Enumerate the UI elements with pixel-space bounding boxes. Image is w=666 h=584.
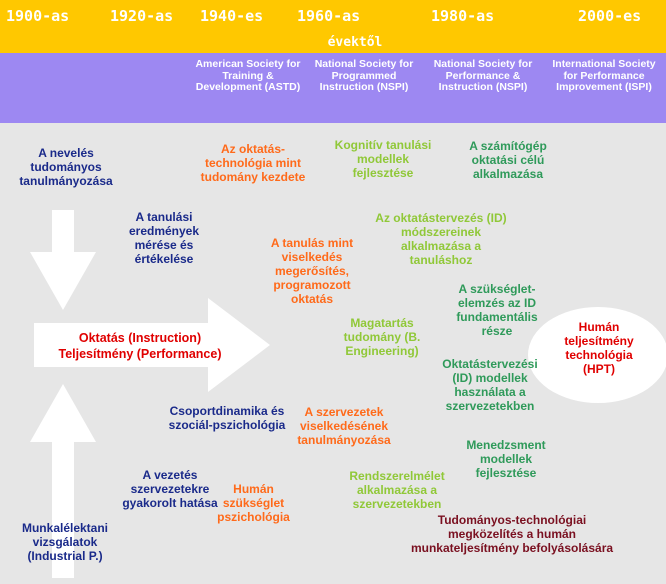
node-munka: Munkalélektani vizsgálatok (Industrial P… <box>21 521 109 563</box>
decade-1960: 1960-as <box>297 7 361 25</box>
node-menedzsment: Menedzsment modellek fejlesztése <box>466 438 546 480</box>
timeline-band <box>0 0 666 53</box>
node-tudomanyos: Tudományos-technológiai megközelítés a h… <box>410 513 614 555</box>
up-arrow <box>30 384 96 578</box>
node-rendszer: Rendszerelmélet alkalmazása a szervezete… <box>349 469 445 511</box>
hpt-label: Humán teljesítmény technológia (HPT) <box>564 320 634 376</box>
node-szamitogep: A számítógép oktatási célú alkalmazása <box>469 139 547 181</box>
center-line-2: Teljesítmény (Performance) <box>58 347 222 361</box>
organizations-band <box>0 53 666 123</box>
decade-1900: 1900-as <box>6 7 70 25</box>
hpt-ellipse <box>528 307 666 403</box>
down-arrow <box>30 210 96 310</box>
evektol-label: évektől <box>327 35 383 50</box>
org-ispi: International Society for Performance Im… <box>552 58 656 93</box>
node-oktatastervezes: Az oktatástervezés (ID) módszereinek alk… <box>375 211 507 267</box>
node-magatartas: Magatartás tudomány (B. Engineering) <box>343 316 421 358</box>
node-szukseglet: A szükséglet-elemzés az ID fundamentális… <box>456 282 538 338</box>
center-arrow-text: Oktatás (Instruction) Teljesítmény (Perf… <box>40 330 240 362</box>
node-modellek: Oktatástervezési (ID) modellek használat… <box>442 357 538 413</box>
org-astd: American Society for Training & Developm… <box>195 58 301 93</box>
decade-1980: 1980-as <box>431 7 495 25</box>
node-eredmeny: A tanulási eredmények mérése és értékelé… <box>128 210 200 266</box>
decade-2000: 2000-es <box>578 7 642 25</box>
org-nspi-2: National Society for Performance & Instr… <box>433 58 533 93</box>
node-neveles: A nevelés tudományos tanulmányozása <box>19 146 113 188</box>
node-vezetes: A vezetés szervezetekre gyakorolt hatása <box>122 468 218 510</box>
node-oktatastech: Az oktatás-technológia mint tudomány kez… <box>200 142 306 184</box>
decade-1940: 1940-es <box>200 7 264 25</box>
node-csoport: Csoportdinamika és szociál-pszichológia <box>168 404 286 432</box>
center-line-1: Oktatás (Instruction) <box>78 331 202 345</box>
node-kognitiv: Kognitív tanulási modellek fejlesztése <box>334 138 432 180</box>
right-arrow <box>34 298 270 392</box>
decade-1920: 1920-as <box>110 7 174 25</box>
node-szervezetek: A szervezetek viselkedésének tanulmányoz… <box>297 405 391 447</box>
node-human: Humán szükséglet pszichológia <box>217 482 290 524</box>
org-nspi-1: National Society for Programmed Instruct… <box>314 58 414 93</box>
node-tanulas: A tanulás mint viselkedés megerősítés, p… <box>270 236 354 306</box>
